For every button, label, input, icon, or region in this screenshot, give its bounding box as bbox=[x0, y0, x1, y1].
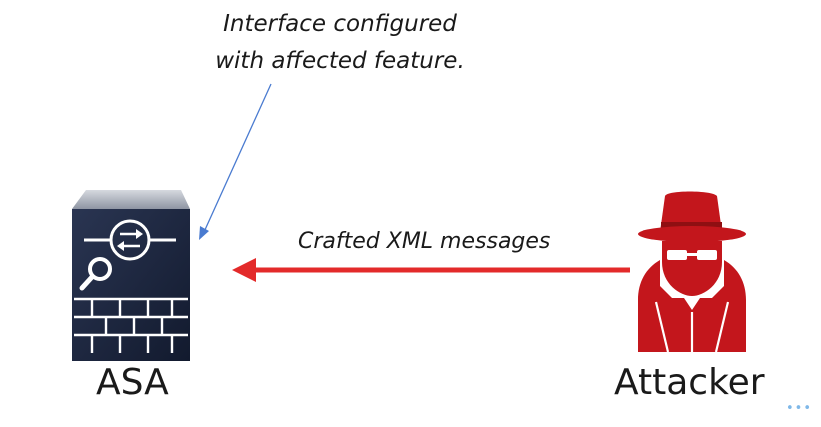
attacker-label: Attacker bbox=[614, 362, 765, 403]
annotation-line-1: Interface configured bbox=[223, 11, 457, 37]
flow-label: Crafted XML messages bbox=[298, 229, 551, 254]
corner-marker: ••• bbox=[786, 401, 813, 416]
attacker-icon bbox=[638, 191, 746, 353]
attack-arrow bbox=[232, 258, 630, 282]
annotation-note: Interface configured with affected featu… bbox=[205, 6, 475, 80]
asa-device-icon bbox=[72, 190, 190, 361]
callout-connector bbox=[199, 83, 272, 240]
asa-label: ASA bbox=[96, 362, 169, 403]
annotation-line-2: with affected feature. bbox=[215, 48, 465, 74]
